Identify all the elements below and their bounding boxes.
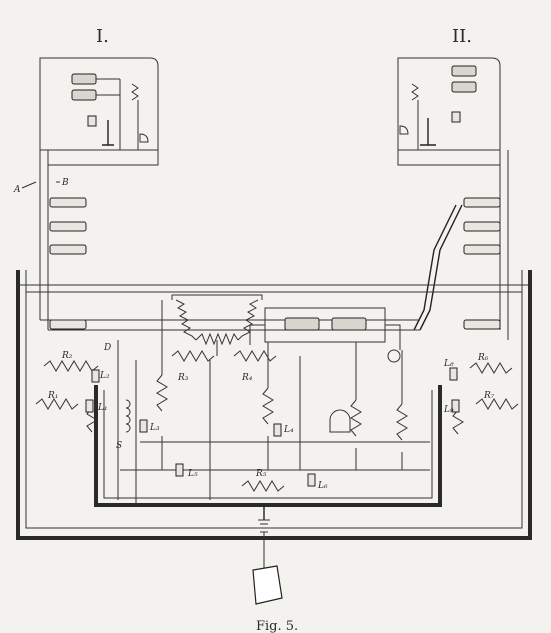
vertical-resistor-2 (262, 387, 274, 425)
ground-plate-icon (252, 565, 283, 605)
relay-L1: L₁ (85, 399, 108, 413)
central-resistor-network (171, 294, 263, 356)
station-label-left: I. (96, 26, 109, 47)
relay-L3: L₃ (139, 419, 160, 433)
label-R6: R₆ (477, 353, 489, 363)
label-L4: L₄ (283, 425, 294, 435)
station-box-right (397, 57, 501, 151)
label-A: A (13, 185, 21, 195)
relay-L6: L₆ (307, 473, 328, 491)
station-label-right: II. (452, 26, 472, 47)
resistor-R1: R₁ (35, 391, 79, 410)
label-R1: R₁ (47, 391, 58, 401)
resistor-R5: R₅ (241, 469, 285, 492)
relay-L2: L₂ (91, 369, 110, 383)
resistor-R7: R₇ (475, 391, 519, 410)
label-R7: R₇ (483, 391, 495, 401)
label-R2: R₂ (61, 351, 73, 361)
vertical-resistor-4 (396, 403, 408, 441)
vertical-resistor-6 (452, 409, 464, 435)
label-L1: L₁ (97, 403, 108, 413)
label-S: S (116, 441, 122, 451)
inner-frame (94, 385, 442, 507)
label-R4: R₄ (241, 373, 253, 383)
relay-L5: L₅ (175, 463, 198, 479)
resistor-R6: R₆ (469, 353, 513, 374)
label-L5: L₅ (187, 469, 198, 479)
label-L3: L₃ (149, 423, 160, 433)
relay-L9: L₉ (443, 399, 460, 415)
label-L6: L₆ (317, 481, 328, 491)
relay-L4: L₄ (273, 423, 294, 437)
resistor-R2: R₂ (43, 351, 99, 372)
switchboard-frame (16, 270, 532, 540)
label-R5: R₅ (255, 469, 267, 479)
figure-caption: Fig. 5. (256, 619, 298, 633)
resistor-R3: R₃ (171, 350, 215, 383)
label-B: B (61, 178, 69, 188)
jack-column-left (49, 197, 87, 330)
station-box-left (39, 57, 159, 151)
lamp-icon (329, 409, 351, 421)
coil-S: S (116, 399, 131, 451)
relay-bank (249, 307, 401, 350)
vertical-resistor-3 (350, 399, 362, 437)
jack-column-right (413, 197, 501, 331)
label-L8: L₈ (443, 359, 454, 369)
bell-icon (387, 349, 401, 363)
label-L9: L₉ (443, 405, 454, 415)
resistor-R4: R₄ (233, 350, 277, 383)
vertical-resistor-1 (156, 374, 168, 412)
label-R3: R₃ (177, 373, 189, 383)
relay-L8: L₈ (443, 359, 458, 381)
label-D: D (103, 343, 111, 353)
label-L2: L₂ (99, 371, 110, 381)
battery-icon (258, 505, 270, 568)
